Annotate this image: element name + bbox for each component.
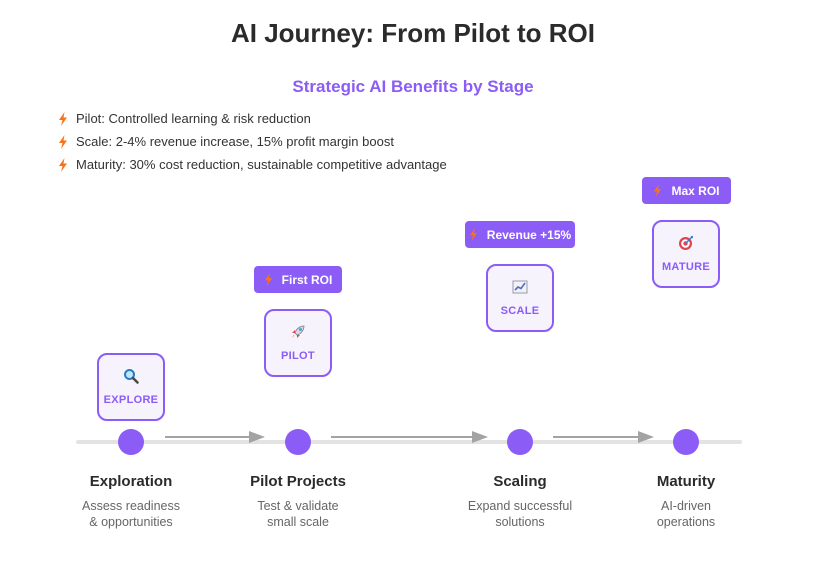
stage-card-scale: SCALE — [486, 264, 554, 332]
stage-name: Pilot Projects — [250, 473, 346, 490]
card-label: PILOT — [281, 350, 315, 362]
stage-description-line: small scale — [267, 515, 329, 529]
arrow-connector — [331, 431, 488, 443]
benefit-item: Scale: 2-4% revenue increase, 15% profit… — [58, 130, 447, 153]
stage-description-line: Test & validate — [257, 499, 339, 513]
stage-description-line: & opportunities — [89, 515, 173, 529]
stage-node-exploration — [118, 429, 144, 455]
stage-description-line: Expand successful — [467, 499, 573, 513]
stage-name: Maturity — [656, 473, 716, 490]
target-icon — [679, 236, 693, 250]
stage-description-line: AI-driven — [660, 499, 712, 513]
benefits-list: Pilot: Controlled learning & risk reduct… — [58, 107, 447, 176]
stage-card-mature: MATURE — [652, 220, 720, 288]
stage-description: Assess readiness & opportunities — [51, 498, 211, 530]
lightning-icon — [59, 111, 67, 126]
stage-description: Expand successful solutions — [440, 498, 600, 530]
badge-text: First ROI — [281, 272, 333, 287]
page-title: AI Journey: From Pilot to ROI — [230, 18, 595, 48]
lightning-icon — [654, 184, 662, 197]
roi-badge: First ROI — [254, 266, 342, 293]
arrow-connector — [553, 431, 654, 443]
stage-description: Test & validate small scale — [218, 498, 378, 530]
badge-text: Revenue +15% — [486, 227, 572, 242]
stage-card-explore: EXPLORE — [97, 353, 165, 421]
lightning-icon — [59, 157, 67, 172]
magnifying-glass-icon — [124, 369, 139, 384]
roi-badge: Max ROI — [642, 177, 731, 204]
benefit-item: Pilot: Controlled learning & risk reduct… — [58, 107, 447, 130]
chart-icon — [512, 280, 528, 294]
benefit-text: Pilot: Controlled learning & risk reduct… — [76, 111, 311, 126]
card-label: EXPLORE — [103, 394, 159, 406]
stage-node-maturity — [673, 429, 699, 455]
roi-badge: Revenue +15% — [465, 221, 575, 248]
stage-description: AI-driven operations — [606, 498, 766, 530]
stage-description-line: solutions — [495, 515, 545, 529]
stage-node-pilot — [285, 429, 311, 455]
benefit-item: Maturity: 30% cost reduction, sustainabl… — [58, 153, 447, 176]
stage-name: Exploration — [89, 473, 173, 490]
stage-description-line: operations — [656, 515, 716, 529]
benefit-text: Maturity: 30% cost reduction, sustainabl… — [76, 157, 447, 172]
stage-node-scaling — [507, 429, 533, 455]
card-label: MATURE — [661, 261, 711, 273]
benefit-text: Scale: 2-4% revenue increase, 15% profit… — [76, 134, 394, 149]
arrow-connector — [165, 431, 265, 443]
rocket-icon — [292, 325, 305, 338]
timeline-track — [76, 440, 742, 444]
stage-description-line: Assess readiness — [82, 499, 180, 513]
lightning-icon — [469, 228, 477, 241]
lightning-icon — [59, 134, 67, 149]
lightning-icon — [264, 273, 272, 286]
badge-text: Max ROI — [671, 183, 720, 198]
stage-card-pilot: PILOT — [264, 309, 332, 377]
card-label: SCALE — [500, 305, 540, 317]
stage-name: Scaling — [493, 473, 547, 490]
benefits-subtitle: Strategic AI Benefits by Stage — [292, 77, 534, 96]
